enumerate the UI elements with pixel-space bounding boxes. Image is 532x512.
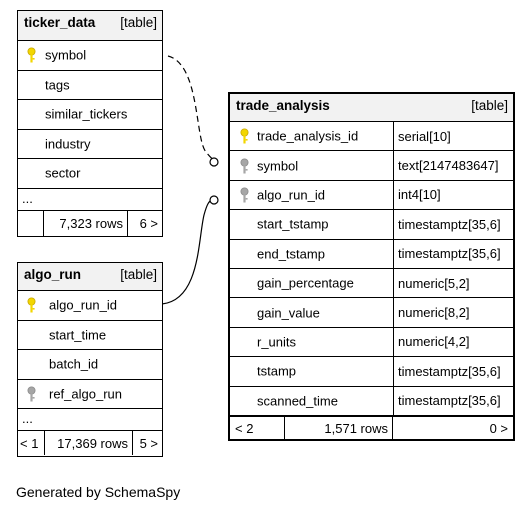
table-footer: 7,323 rows 6 >: [18, 210, 162, 237]
column-type: timestamptz[35,6]: [393, 386, 501, 415]
column-row[interactable]: sector: [18, 159, 162, 189]
column-row[interactable]: tags: [18, 71, 162, 100]
column-row[interactable]: symbol text[2147483647]: [230, 151, 513, 181]
table-footer: < 2 1,571 rows 0 >: [230, 415, 513, 441]
column-name: start_tstamp: [257, 216, 329, 232]
column-row[interactable]: start_time: [18, 321, 162, 350]
column-type: numeric[4,2]: [393, 327, 470, 357]
more-columns-row: ...: [18, 189, 162, 211]
column-name: trade_analysis_id: [257, 128, 359, 144]
table-name: algo_run: [24, 267, 82, 282]
edge-algo-run-id: [161, 199, 213, 305]
table-tag: [table]: [120, 267, 157, 282]
parent-count[interactable]: < 2: [230, 416, 285, 441]
column-name: industry: [45, 136, 91, 152]
column-row[interactable]: symbol: [18, 41, 162, 71]
column-row[interactable]: algo_run_id: [18, 291, 162, 321]
column-name: scanned_time: [257, 393, 338, 409]
table-name: ticker_data: [24, 15, 96, 30]
foreign-key-icon: [240, 187, 249, 203]
column-row[interactable]: ref_algo_run: [18, 380, 162, 409]
column-row[interactable]: industry: [18, 130, 162, 159]
column-type: text[2147483647]: [393, 151, 498, 180]
column-name: tstamp: [257, 363, 297, 379]
table-footer: < 1 17,369 rows 5 >: [18, 431, 162, 455]
column-row[interactable]: start_tstamp timestamptz[35,6]: [230, 210, 513, 240]
column-row[interactable]: batch_id: [18, 350, 162, 380]
foreign-key-icon: [27, 386, 36, 402]
column-type: int4[10]: [393, 180, 441, 210]
column-name: end_tstamp: [257, 246, 325, 262]
more-columns-ellipsis: ...: [22, 411, 33, 426]
primary-key-icon: [27, 297, 36, 313]
column-name: symbol: [45, 47, 87, 63]
table-tag: [table]: [471, 98, 508, 113]
column-row[interactable]: algo_run_id int4[10]: [230, 180, 513, 211]
column-type: numeric[5,2]: [393, 268, 470, 298]
column-type: timestamptz[35,6]: [393, 239, 501, 268]
more-columns-row: ...: [18, 409, 162, 431]
column-name: algo_run_id: [257, 187, 325, 203]
table-ticker-data[interactable]: ticker_data [table] symbol tags similar_…: [17, 10, 163, 237]
column-row[interactable]: gain_value numeric[8,2]: [230, 298, 513, 328]
column-name: gain_percentage: [257, 275, 354, 291]
child-count[interactable]: 6 >: [139, 216, 158, 231]
column-row[interactable]: r_units numeric[4,2]: [230, 327, 513, 358]
table-algo-run[interactable]: algo_run [table] algo_run_id start_time …: [17, 262, 163, 457]
column-row[interactable]: end_tstamp timestamptz[35,6]: [230, 239, 513, 269]
column-name: ref_algo_run: [49, 386, 122, 402]
column-type: numeric[8,2]: [393, 298, 470, 327]
edge-symbol-to-ticker-data: [167, 55, 218, 163]
row-count: 1,571 rows: [285, 416, 393, 441]
column-name: sector: [45, 165, 81, 181]
primary-key-icon: [240, 128, 249, 144]
primary-key-icon: [27, 47, 36, 63]
foreign-key-icon: [240, 158, 249, 174]
column-name: algo_run_id: [49, 297, 117, 313]
child-count[interactable]: 5 >: [139, 435, 158, 451]
column-row[interactable]: gain_percentage numeric[5,2]: [230, 268, 513, 299]
table-trade-analysis[interactable]: trade_analysis [table] trade_analysis_id…: [228, 92, 515, 441]
generated-by-note: Generated by SchemaSpy: [16, 484, 181, 500]
column-name: start_time: [49, 327, 107, 343]
edge-symbol-end-marker: [209, 157, 219, 167]
parent-count[interactable]: < 1: [18, 431, 45, 455]
table-name: trade_analysis: [236, 98, 330, 113]
column-name: similar_tickers: [45, 106, 128, 122]
column-name: batch_id: [49, 356, 99, 372]
column-row[interactable]: similar_tickers: [18, 100, 162, 130]
column-type: timestamptz[35,6]: [393, 357, 501, 386]
column-type: serial[10]: [393, 122, 451, 151]
child-count[interactable]: 0 >: [489, 421, 508, 437]
row-count: 7,323 rows: [44, 210, 128, 237]
column-row[interactable]: trade_analysis_id serial[10]: [230, 122, 513, 152]
row-count: 17,369 rows: [45, 431, 133, 455]
column-name: r_units: [257, 334, 297, 350]
column-row[interactable]: tstamp timestamptz[35,6]: [230, 357, 513, 387]
edge-algo-run-id-end-marker: [209, 195, 219, 205]
column-name: gain_value: [257, 305, 320, 321]
table-tag: [table]: [120, 15, 157, 30]
table-header[interactable]: trade_analysis [table]: [230, 94, 513, 122]
table-header[interactable]: ticker_data [table]: [18, 11, 162, 41]
table-header[interactable]: algo_run [table]: [18, 263, 162, 291]
column-type: timestamptz[35,6]: [393, 210, 501, 239]
column-row[interactable]: scanned_time timestamptz[35,6]: [230, 386, 513, 416]
column-name: tags: [45, 77, 70, 93]
column-name: symbol: [257, 158, 299, 174]
parent-count-cell: [18, 210, 44, 237]
more-columns-ellipsis: ...: [22, 190, 33, 206]
